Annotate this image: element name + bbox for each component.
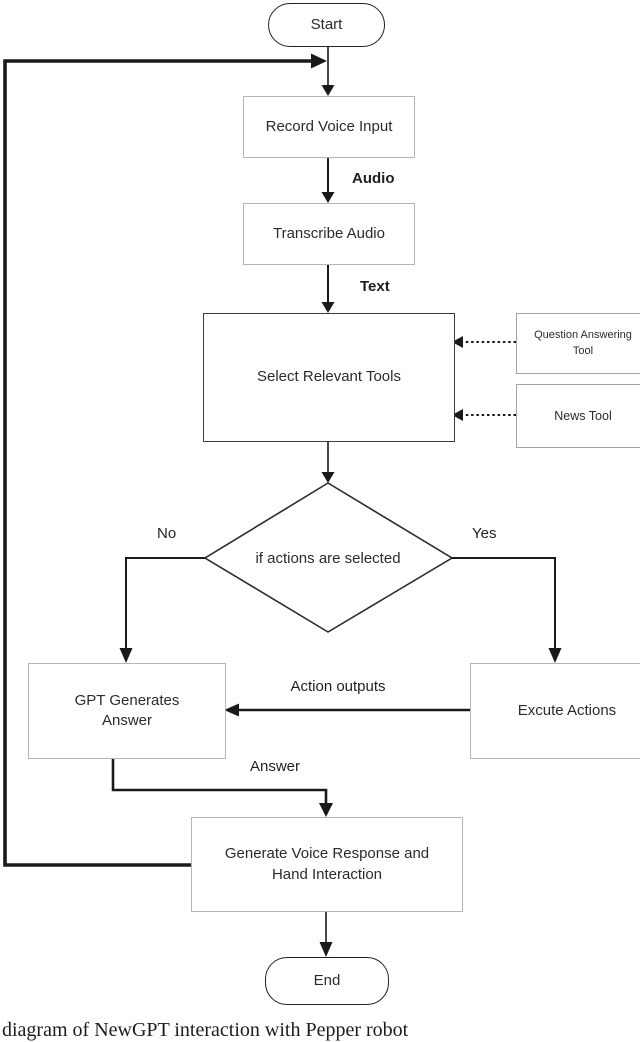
edge-label-audio: Audio (352, 170, 395, 187)
arrowhead-yes-branch-icon (548, 648, 562, 663)
arrowhead-select-decision-icon (321, 472, 335, 483)
edge-label-action-outputs: Action outputs (290, 678, 386, 695)
node-question-answering-tool: Question Answering Tool (516, 313, 640, 374)
edge-answer (111, 757, 328, 806)
node-transcribe-label: Transcribe Audio (272, 224, 385, 242)
arrowhead-answer-icon (319, 803, 333, 817)
node-gpt-label: GPT Generates Answer (74, 691, 180, 729)
figure-caption: diagram of NewGPT interaction with Peppe… (2, 1019, 409, 1041)
node-excute-label: Excute Actions (517, 701, 617, 719)
edge-yes-branch (452, 557, 556, 652)
edge-feedback-loop (3, 59, 313, 867)
node-generate-voice-response: Generate Voice Response and Hand Interac… (191, 817, 463, 912)
node-gpt-generates-answer: GPT Generates Answer (28, 663, 226, 759)
node-transcribe-audio: Transcribe Audio (243, 203, 415, 265)
edge-label-text: Text (360, 278, 390, 295)
node-generate-label: Generate Voice Response and Hand Interac… (224, 845, 430, 883)
node-select-label: Select Relevant Tools (257, 368, 401, 386)
decision-diamond-shape (203, 482, 454, 633)
node-start-label: Start (310, 15, 343, 33)
node-excute-actions: Excute Actions (470, 663, 640, 759)
arrowhead-record-transcribe-icon (321, 192, 335, 203)
arrowhead-start-record-icon (321, 85, 335, 96)
edge-no-branch (125, 557, 205, 652)
arrowhead-no-branch-icon (119, 648, 133, 663)
decision-condition-text: if actions are selected (255, 549, 401, 567)
node-end: End (265, 957, 389, 1005)
node-news-tool-label: News Tool (554, 408, 612, 423)
arrowhead-action-outputs-icon (224, 703, 239, 717)
node-record-label: Record Voice Input (265, 117, 393, 135)
edge-label-yes: Yes (472, 525, 497, 542)
edge-label-answer: Answer (250, 758, 301, 775)
arrowhead-generate-end-icon (319, 942, 333, 957)
arrowhead-news-tool-icon (452, 409, 463, 421)
arrowhead-feedback-right-icon (311, 53, 327, 69)
arrowhead-transcribe-select-icon (321, 302, 335, 313)
node-qa-tool-label: Question Answering Tool (534, 328, 632, 357)
node-end-label: End (313, 971, 341, 989)
node-record-voice-input: Record Voice Input (243, 96, 415, 158)
node-news-tool: News Tool (516, 384, 640, 448)
node-select-relevant-tools: Select Relevant Tools (203, 313, 455, 442)
edge-label-no: No (157, 525, 177, 542)
node-start: Start (268, 3, 385, 47)
arrowhead-qa-tool-icon (452, 336, 463, 348)
